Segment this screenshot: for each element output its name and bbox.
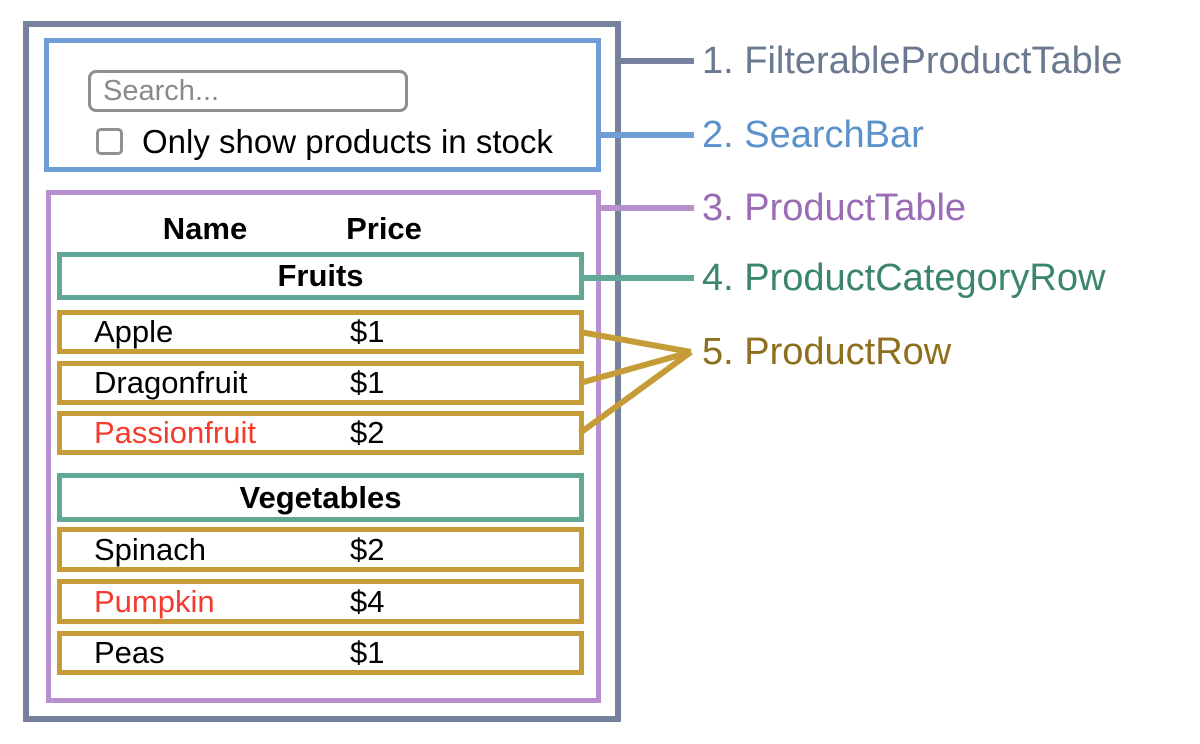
product-name: Apple: [94, 314, 174, 349]
in-stock-checkbox[interactable]: [96, 128, 123, 155]
product-name: Pumpkin: [94, 583, 215, 619]
product-row-apple: Apple $1: [57, 310, 584, 354]
product-price: $2: [350, 531, 385, 567]
legend-item-product-category-row: 4. ProductCategoryRow: [702, 256, 1105, 300]
product-price: $4: [350, 583, 385, 619]
product-name: Passionfruit: [94, 415, 256, 450]
product-price: $1: [350, 635, 385, 670]
legend-label: 4. ProductCategoryRow: [702, 256, 1106, 299]
product-row-dragonfruit: Dragonfruit $1: [57, 361, 584, 405]
legend-item-product-row: 5. ProductRow: [702, 330, 951, 374]
product-name: Dragonfruit: [94, 365, 248, 400]
category-row-vegetables: Vegetables: [57, 473, 584, 522]
legend-item-search-bar: 2. SearchBar: [702, 113, 924, 157]
category-label: Fruits: [277, 258, 364, 293]
product-price: $1: [350, 314, 385, 349]
product-row-peas: Peas $1: [57, 631, 584, 675]
product-name: Peas: [94, 635, 165, 670]
column-header-name: Name: [162, 211, 248, 246]
search-input[interactable]: [88, 70, 408, 112]
product-price: $2: [350, 415, 385, 450]
in-stock-checkbox-label: Only show products in stock: [142, 123, 553, 160]
column-header-price: Price: [346, 211, 422, 246]
category-row-fruits: Fruits: [57, 252, 584, 300]
product-name: Spinach: [94, 531, 207, 567]
legend-label: 5. ProductRow: [702, 330, 952, 373]
product-row-pumpkin: Pumpkin $4: [57, 579, 584, 624]
legend-item-filterable-product-table: 1. FilterableProductTable: [702, 39, 1122, 83]
product-row-spinach: Spinach $2: [57, 527, 584, 572]
legend-label: 1. FilterableProductTable: [702, 39, 1123, 82]
product-row-passionfruit: Passionfruit $2: [57, 411, 584, 455]
legend-label: 3. ProductTable: [702, 186, 967, 229]
category-label: Vegetables: [239, 479, 402, 515]
legend-item-product-table: 3. ProductTable: [702, 186, 966, 230]
product-price: $1: [350, 365, 385, 400]
legend-label: 2. SearchBar: [702, 113, 924, 156]
